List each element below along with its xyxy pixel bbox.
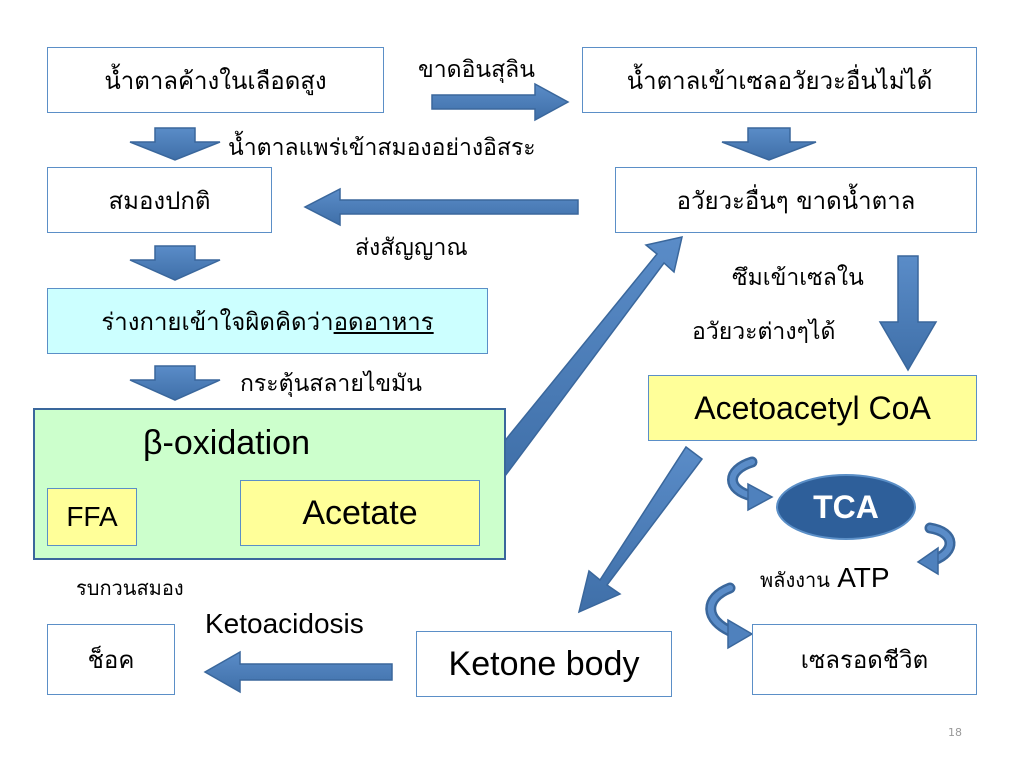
box-sugar-cannot-enter-cells: น้ำตาลเข้าเซลอวัยวะอื่นไม่ได้ <box>582 47 977 113</box>
label-absorbed-line1: ซึมเข้าเซลใน <box>732 265 864 291</box>
box-cell-survives: เซลรอดชีวิต <box>752 624 977 695</box>
label-send-signal: ส่งสัญญาณ <box>355 235 468 261</box>
box-shock: ช็อค <box>47 624 175 695</box>
box-ffa-text: FFA <box>66 501 118 532</box>
box-sugar-cannot-enter-cells-text: น้ำตาลเข้าเซลอวัยวะอื่นไม่ได้ <box>626 66 933 95</box>
arrow-beta-to-organs <box>479 236 683 486</box>
label-energy-atp: พลังงาน ATP <box>760 562 890 596</box>
arrow-lack-insulin <box>431 82 570 122</box>
box-shock-text: ช็อค <box>87 646 135 674</box>
arrow-send-signal <box>303 187 579 227</box>
arrow-down-to-organs <box>721 127 817 161</box>
ellipse-tca-text: TCA <box>813 488 879 525</box>
label-lack-insulin: ขาดอินสุลิน <box>418 57 535 83</box>
box-acetoacetyl-coa-text: Acetoacetyl CoA <box>694 389 931 426</box>
box-ketone-body-text: Ketone body <box>448 644 640 683</box>
arrow-down-to-body <box>129 245 221 281</box>
arrow-down-to-acetoacetyl <box>878 255 938 372</box>
label-disturb-brain: รบกวนสมอง <box>76 576 184 600</box>
label-ketoacidosis: Ketoacidosis <box>205 608 364 639</box>
label-energy-prefix: พลังงาน <box>760 568 830 592</box>
page-number: 18 <box>948 726 962 739</box>
label-atp: ATP <box>837 562 890 593</box>
box-other-organs-lack-sugar: อวัยวะอื่นๆ ขาดน้ำตาล <box>615 167 977 233</box>
box-cell-survives-text: เซลรอดชีวิต <box>800 646 929 674</box>
box-high-blood-sugar-text: น้ำตาลค้างในเลือดสูง <box>104 66 327 95</box>
label-stimulate-fat-breakdown: กระตุ้นสลายไขมัน <box>240 371 422 397</box>
label-absorbed-line2: อวัยวะต่างๆได้ <box>692 319 836 345</box>
arrow-acetoacetyl-to-ketone <box>577 445 704 614</box>
beta-oxidation-title: β-oxidation <box>143 424 310 462</box>
box-body-thinks-starving: ร่างกายเข้าใจผิดคิดว่าอดอาหาร <box>47 288 488 354</box>
box-body-thinks-prefix: ร่างกายเข้าใจผิดคิดว่า <box>101 307 334 336</box>
ellipse-tca: TCA <box>776 474 916 540</box>
curve-arrowhead-from-tca <box>916 546 939 576</box>
box-other-organs-lack-sugar-text: อวัยวะอื่นๆ ขาดน้ำตาล <box>676 186 916 215</box>
box-acetate-text: Acetate <box>302 493 418 532</box>
box-high-blood-sugar: น้ำตาลค้างในเลือดสูง <box>47 47 384 113</box>
box-acetate: Acetate <box>240 480 480 546</box>
curve-arrowhead-to-tca <box>747 482 774 512</box>
arrow-down-to-brain <box>129 127 221 161</box>
box-ffa: FFA <box>47 488 137 546</box>
arrow-ketone-to-shock <box>203 650 393 694</box>
box-normal-brain: สมองปกติ <box>47 167 272 233</box>
curve-arrowhead-to-cell <box>727 618 754 650</box>
label-sugar-diffuses-brain: น้ำตาลแพร่เข้าสมองอย่างอิสระ <box>228 135 536 161</box>
box-acetoacetyl-coa: Acetoacetyl CoA <box>648 375 977 441</box>
box-normal-brain-text: สมองปกติ <box>108 186 211 215</box>
box-ketone-body: Ketone body <box>416 631 672 697</box>
arrow-down-to-beta <box>129 365 221 401</box>
box-body-thinks-underlined: อดอาหาร <box>333 307 434 336</box>
